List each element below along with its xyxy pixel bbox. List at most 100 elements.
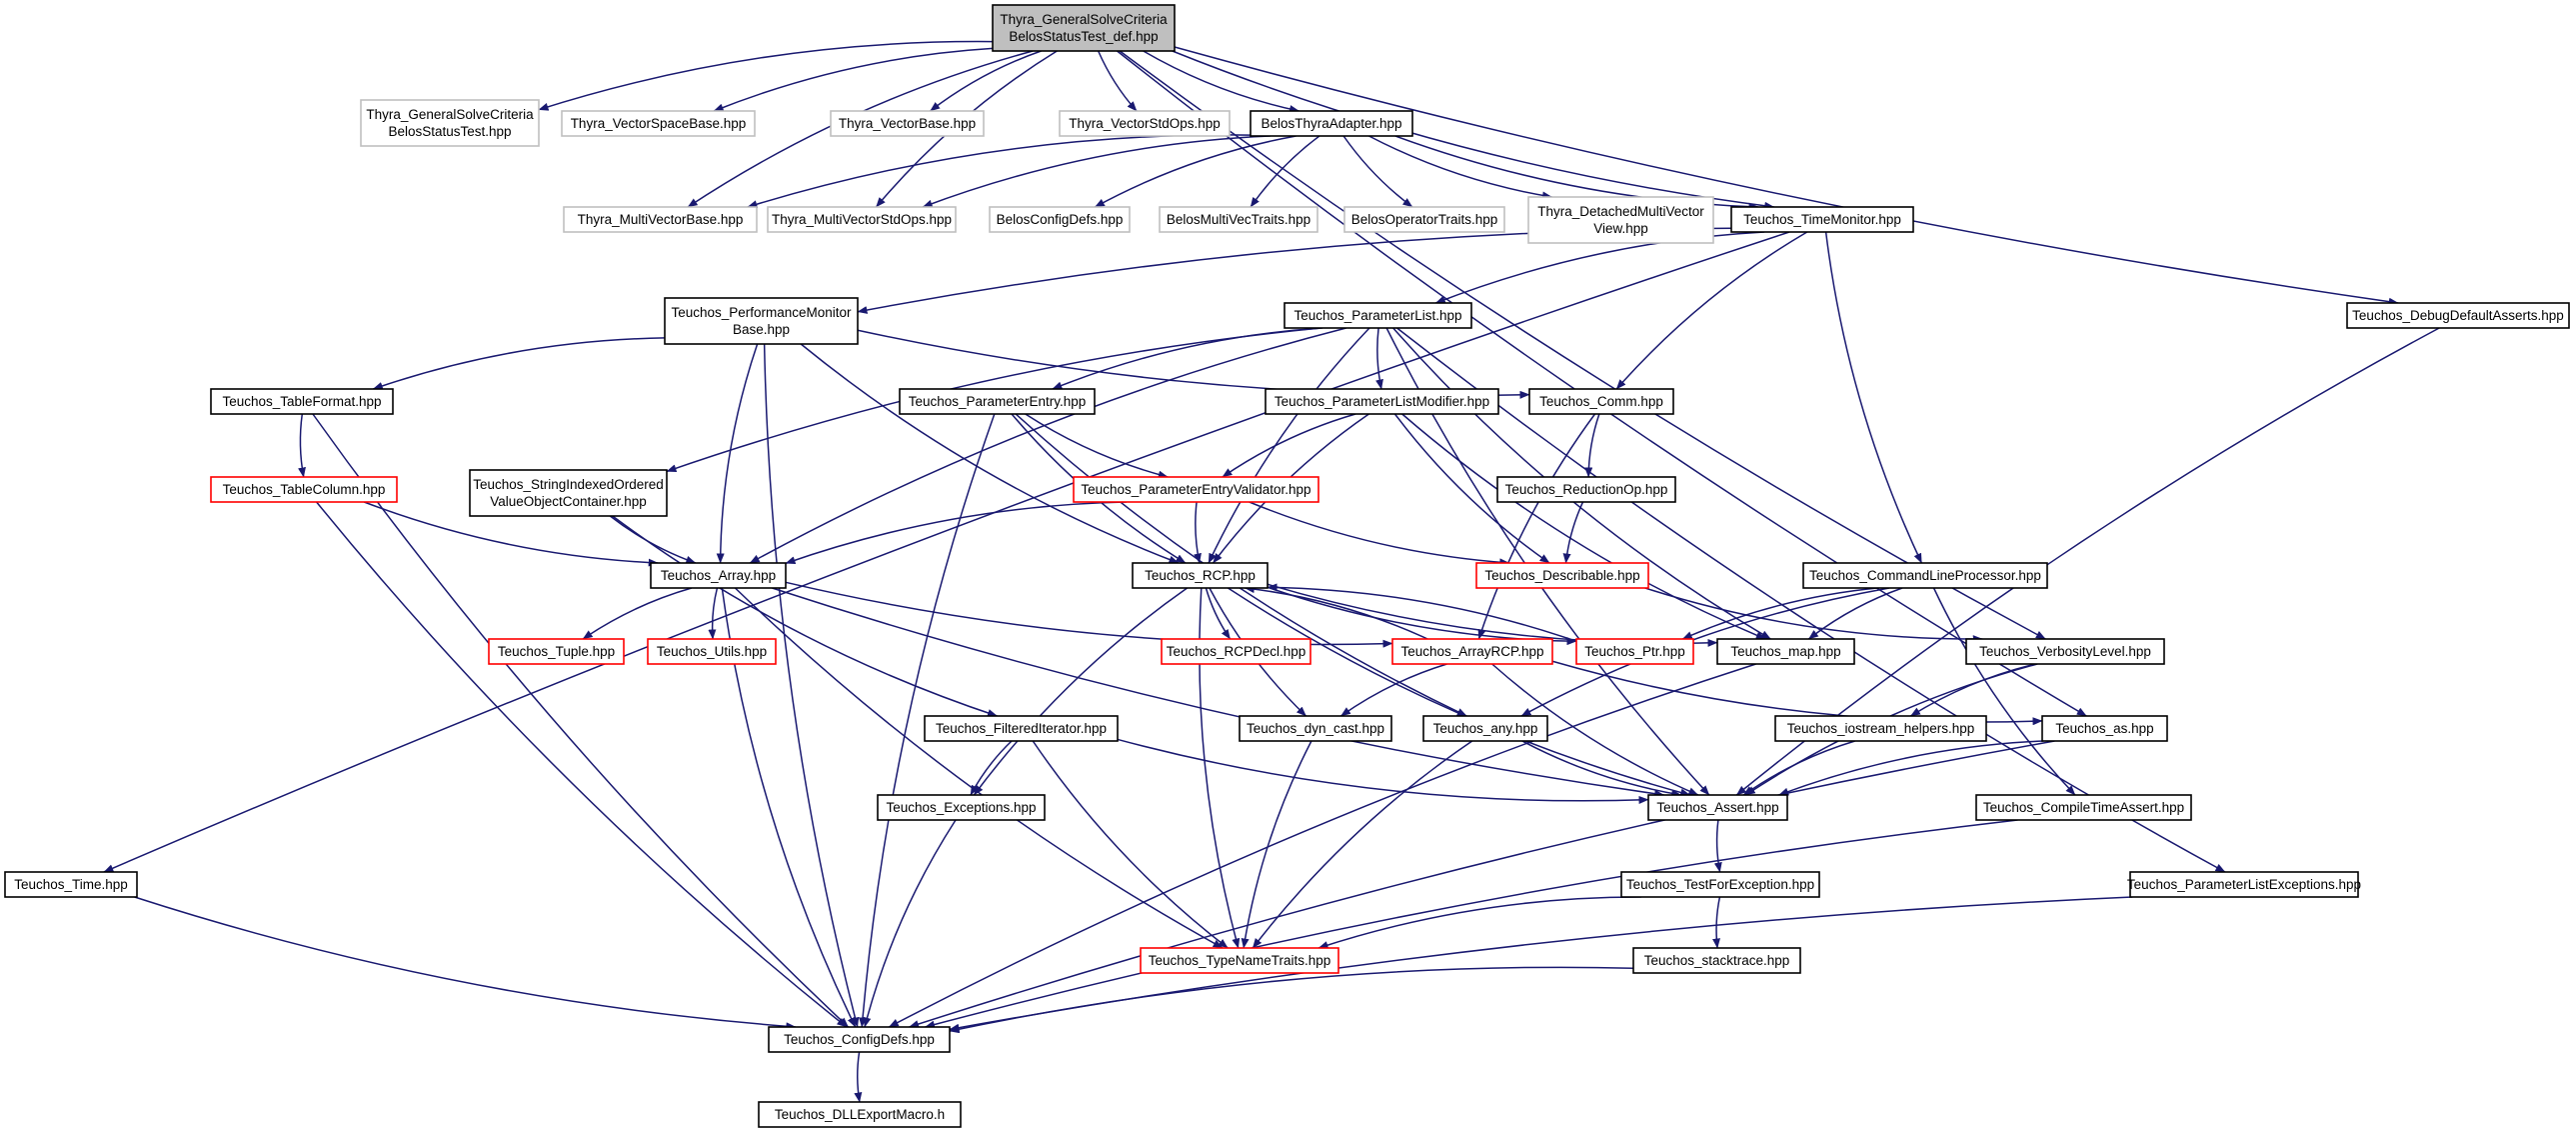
node-vb[interactable]: Thyra_VectorBase.hpp	[830, 110, 985, 137]
node-st[interactable]: Teuchos_stacktrace.hpp	[1632, 947, 1801, 974]
node-asrt[interactable]: Teuchos_Assert.hpp	[1647, 794, 1788, 821]
node-label: BelosConfigDefs.hpp	[997, 212, 1124, 227]
node-dda[interactable]: Teuchos_DebugDefaultAsserts.hpp	[2346, 302, 2570, 329]
node-label: BelosThyraAdapter.hpp	[1261, 116, 1401, 131]
edge-plm-to-map	[1401, 413, 1766, 640]
node-vl[interactable]: Teuchos_VerbosityLevel.hpp	[1965, 638, 2165, 665]
edge-dyn-to-tnt	[1241, 740, 1312, 949]
node-label: Teuchos_DebugDefaultAsserts.hpp	[2352, 308, 2564, 323]
edge-bta-to-bmvt	[1250, 135, 1320, 208]
edge-pmb-to-cd	[763, 343, 860, 1028]
node-tnt[interactable]: Teuchos_TypeNameTraits.hpp	[1140, 947, 1339, 974]
node-label: Teuchos_TableColumn.hpp	[223, 482, 386, 497]
node-box	[1132, 562, 1269, 589]
edge-fi-to-asrt	[1117, 738, 1649, 804]
node-cd[interactable]: Teuchos_ConfigDefs.hpp	[768, 1026, 951, 1053]
node-exc[interactable]: Teuchos_Exceptions.hpp	[877, 794, 1046, 821]
node-tc[interactable]: Teuchos_TableColumn.hpp	[210, 476, 398, 503]
node-time[interactable]: Teuchos_Time.hpp	[4, 871, 138, 898]
node-gscbst[interactable]: Thyra_GeneralSolveCriteriaBelosStatusTes…	[360, 99, 540, 147]
node-tup[interactable]: Teuchos_Tuple.hpp	[488, 638, 625, 665]
node-bot[interactable]: BelosOperatorTraits.hpp	[1343, 206, 1505, 233]
node-ptr[interactable]: Teuchos_Ptr.hpp	[1575, 638, 1694, 665]
node-box	[2041, 715, 2168, 742]
node-label: Teuchos_CompileTimeAssert.hpp	[1983, 800, 2184, 815]
node-label: Teuchos_iostream_helpers.hpp	[1787, 721, 1975, 736]
node-mvb[interactable]: Thyra_MultiVectorBase.hpp	[563, 206, 758, 233]
node-box	[1802, 562, 2048, 589]
edge-pl-to-plm	[1375, 327, 1383, 390]
edge-tm-to-time	[103, 231, 1790, 873]
edge-arr-to-utl	[708, 587, 719, 640]
edge-root-to-dda	[1174, 46, 2399, 306]
node-label: BelosMultiVecTraits.hpp	[1167, 212, 1310, 227]
edge-bta-to-mvso	[922, 135, 1271, 208]
edge-root-to-gscbst	[538, 40, 994, 111]
node-cta[interactable]: Teuchos_CompileTimeAssert.hpp	[1975, 794, 2192, 821]
node-tf[interactable]: Teuchos_TableFormat.hpp	[210, 388, 394, 415]
edge-asrt-to-tfe	[1713, 819, 1722, 873]
node-bta[interactable]: BelosThyraAdapter.hpp	[1250, 110, 1413, 137]
node-label: Teuchos_ConfigDefs.hpp	[784, 1032, 935, 1047]
node-label: Teuchos_Array.hpp	[661, 568, 776, 583]
edge-pl-to-ple	[1396, 327, 2226, 873]
node-pl[interactable]: Teuchos_ParameterList.hpp	[1284, 302, 1472, 329]
node-bcd[interactable]: BelosConfigDefs.hpp	[989, 206, 1131, 233]
node-box	[1475, 562, 1649, 589]
node-mvso[interactable]: Thyra_MultiVectorStdOps.hpp	[767, 206, 957, 233]
node-ioh[interactable]: Teuchos_iostream_helpers.hpp	[1774, 715, 1987, 742]
edge-root-to-vsb	[713, 47, 994, 112]
node-box	[1073, 476, 1319, 503]
edge-pl-to-arr	[749, 327, 1346, 564]
edge-plm-to-desc	[1393, 413, 1550, 564]
node-pev[interactable]: Teuchos_ParameterEntryValidator.hpp	[1073, 476, 1319, 503]
node-comm[interactable]: Teuchos_Comm.hpp	[1528, 388, 1674, 415]
node-tfe[interactable]: Teuchos_TestForException.hpp	[1620, 871, 1820, 898]
node-any[interactable]: Teuchos_any.hpp	[1422, 715, 1548, 742]
node-label: Teuchos_VerbosityLevel.hpp	[1979, 644, 2151, 659]
node-arcp[interactable]: Teuchos_ArrayRCP.hpp	[1391, 638, 1553, 665]
node-label: Teuchos_RCP.hpp	[1145, 568, 1256, 583]
node-ple[interactable]: Teuchos_ParameterListExceptions.hpp	[2127, 871, 2361, 898]
edge-root-to-vl	[1119, 50, 2046, 640]
node-clp[interactable]: Teuchos_CommandLineProcessor.hpp	[1802, 562, 2048, 589]
node-box	[1239, 715, 1392, 742]
node-dll[interactable]: Teuchos_DLLExportMacro.h	[758, 1101, 962, 1128]
edge-time-to-cd	[134, 896, 797, 1031]
edge-ple-to-cd	[949, 896, 2133, 1032]
node-utl[interactable]: Teuchos_Utils.hpp	[647, 638, 777, 665]
node-box	[563, 206, 758, 233]
node-label: Thyra_VectorSpaceBase.hpp	[571, 116, 747, 131]
node-label: Teuchos_as.hpp	[2055, 721, 2153, 736]
node-sio[interactable]: Teuchos_StringIndexedOrderedValueObjectC…	[469, 469, 668, 517]
node-box	[1774, 715, 1987, 742]
node-fi[interactable]: Teuchos_FilteredIterator.hpp	[924, 715, 1119, 742]
node-label: Teuchos_Time.hpp	[14, 877, 128, 892]
node-vso[interactable]: Thyra_VectorStdOps.hpp	[1059, 110, 1231, 137]
node-root[interactable]: Thyra_GeneralSolveCriteriaBelosStatusTes…	[992, 4, 1176, 52]
node-arr[interactable]: Teuchos_Array.hpp	[650, 562, 787, 589]
node-plm[interactable]: Teuchos_ParameterListModifier.hpp	[1265, 388, 1499, 415]
edge-clp-to-map	[1807, 587, 1903, 640]
node-pe[interactable]: Teuchos_ParameterEntry.hpp	[899, 388, 1096, 415]
node-rcp[interactable]: Teuchos_RCP.hpp	[1132, 562, 1269, 589]
edge-rcp-to-asrt	[1228, 587, 1691, 797]
node-as[interactable]: Teuchos_as.hpp	[2041, 715, 2168, 742]
node-box	[1159, 206, 1318, 233]
node-vsb[interactable]: Thyra_VectorSpaceBase.hpp	[561, 110, 756, 137]
node-tm[interactable]: Teuchos_TimeMonitor.hpp	[1730, 206, 1914, 233]
edge-ro-to-desc	[1562, 501, 1584, 564]
node-box	[561, 110, 756, 137]
node-label: Teuchos_any.hpp	[1433, 721, 1538, 736]
node-label: Thyra_MultiVectorBase.hpp	[578, 212, 744, 227]
node-map[interactable]: Teuchos_map.hpp	[1716, 638, 1855, 665]
node-label: Teuchos_DLLExportMacro.h	[775, 1107, 945, 1122]
node-bmvt[interactable]: BelosMultiVecTraits.hpp	[1159, 206, 1318, 233]
node-desc[interactable]: Teuchos_Describable.hpp	[1475, 562, 1649, 589]
node-rcpd[interactable]: Teuchos_RCPDecl.hpp	[1161, 638, 1311, 665]
node-dyn[interactable]: Teuchos_dyn_cast.hpp	[1239, 715, 1392, 742]
node-ro[interactable]: Teuchos_ReductionOp.hpp	[1496, 476, 1676, 503]
node-label: BelosStatusTest_def.hpp	[1009, 29, 1158, 44]
